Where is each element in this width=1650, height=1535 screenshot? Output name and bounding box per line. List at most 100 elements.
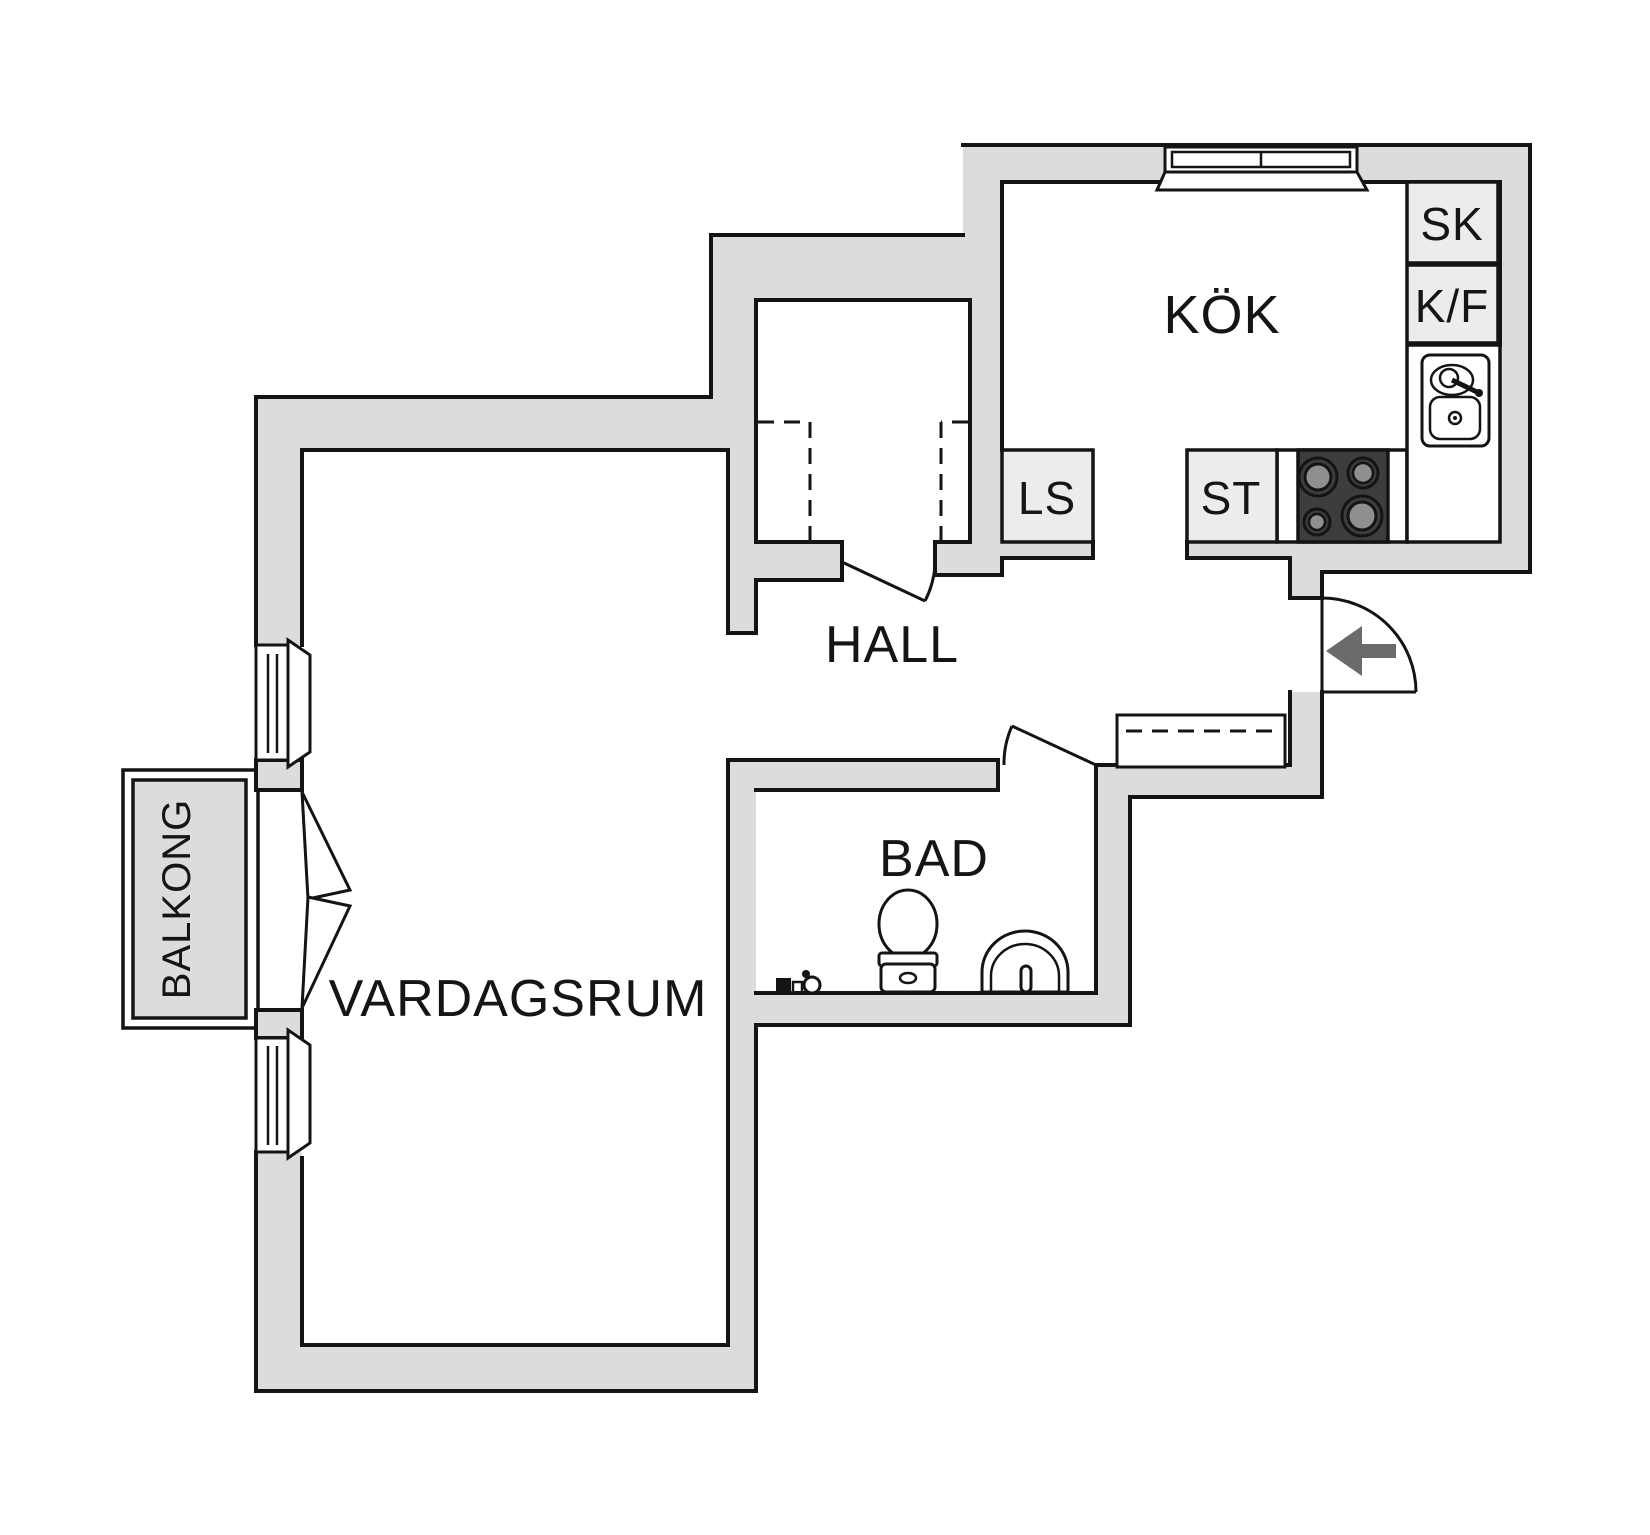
- entry-door-icon: [1320, 596, 1418, 694]
- label-st: ST: [1201, 472, 1262, 524]
- cabinet-ls-box: [1000, 448, 1095, 544]
- label-sk: SK: [1420, 198, 1483, 250]
- sink-faucet-base: [1438, 367, 1460, 389]
- washbasin-outer: [980, 929, 1070, 994]
- burner-3: [1307, 512, 1327, 532]
- label-balcony: BALKONG: [155, 799, 199, 999]
- outline-hall-closet-inner: [300, 298, 1095, 635]
- wall-hall-left-upper: [711, 300, 756, 397]
- burner-2: [1351, 461, 1375, 485]
- label-ls: LS: [1018, 472, 1076, 524]
- sink-lower-basin: [1428, 395, 1482, 441]
- hall-wardrobe-box: [1115, 713, 1287, 769]
- wall-kitchen-left-upper: [963, 145, 1002, 300]
- outline-entry-inner: [1283, 690, 1292, 767]
- wall-livingroom-right: [728, 760, 756, 1345]
- washbasin-tap: [1019, 964, 1033, 994]
- toilet-tank: [879, 962, 937, 994]
- entry-door-leaf: [1320, 598, 1416, 694]
- wall-step-band: [711, 235, 963, 300]
- kitchen-window-icon: [1154, 145, 1370, 192]
- bathroom-fixtures: [776, 888, 1070, 995]
- burner-4-ring: [1340, 494, 1384, 538]
- wall-bottom: [256, 1345, 756, 1391]
- wall-under-ls: [1002, 542, 1093, 558]
- bathroom-door-swing-arc: [1002, 725, 1014, 766]
- window-upper-sill: [286, 637, 312, 770]
- bathroom-door-leaf: [1011, 724, 1097, 767]
- wall-kitchen-bottom-right: [1322, 542, 1530, 572]
- burner-2-ring: [1346, 456, 1380, 490]
- livingroom-window-lower-icon: [254, 1027, 312, 1161]
- burner-3-ring: [1302, 507, 1332, 537]
- drain-dot: [802, 970, 810, 978]
- wall-kitchen-right: [1500, 145, 1530, 572]
- balcony-door-leaf-bottom: [300, 895, 353, 1009]
- washbasin-icon: [980, 929, 1070, 994]
- wall-under-hall-wardrobe: [1096, 765, 1322, 797]
- label-living-room: VARDAGSRUM: [329, 970, 708, 1028]
- sink-upper-basin: [1429, 363, 1475, 397]
- wall-bath-bottom: [728, 993, 1130, 1025]
- balcony-floor: [131, 778, 248, 1020]
- label-hall: HALL: [825, 616, 959, 674]
- toilet-button: [898, 971, 918, 985]
- stove-icon: [1296, 448, 1390, 544]
- walls: [256, 145, 1530, 1391]
- doors: [300, 560, 1418, 1009]
- drain-valve: [791, 980, 804, 995]
- sink-faucet-knob: [1475, 389, 1483, 397]
- entry-door-swing-arc: [1321, 596, 1418, 693]
- closet-door-leaf: [841, 560, 926, 603]
- label-bathroom: BAD: [879, 830, 989, 888]
- outline-bath-top-inner: [754, 758, 1000, 792]
- closet-door-swing-arc: [923, 565, 937, 602]
- labels: KÖK HALL BAD VARDAGSRUM BALKONG SK K/F L…: [155, 198, 1490, 1028]
- balcony-door-leaf-top: [300, 791, 353, 901]
- wardrobes: [758, 420, 1287, 769]
- wall-livingroom-top: [256, 397, 728, 450]
- entry-arrow-icon: [1326, 626, 1396, 676]
- wall-hall-left-lower: [728, 397, 756, 633]
- closet-wardrobe-right: [939, 420, 968, 540]
- wall-under-st: [1187, 542, 1290, 558]
- bathroom-door-icon: [1002, 724, 1097, 767]
- kitchen-sink-icon: [1420, 353, 1491, 448]
- burner-1: [1303, 462, 1333, 492]
- burner-4: [1346, 500, 1378, 532]
- toilet-bowl: [877, 888, 939, 960]
- kitchen-window-sill: [1154, 170, 1370, 192]
- balcony-door-icon: [300, 791, 353, 1009]
- burner-1-ring: [1297, 456, 1339, 498]
- outline-lower-outer: [254, 690, 1324, 1393]
- wall-closet-right: [970, 300, 1002, 542]
- sink-drain-dot: [1453, 416, 1457, 420]
- window-upper-frame: [254, 643, 290, 762]
- entry-arrow-shaft: [1358, 644, 1396, 658]
- cabinet-kf-box: [1405, 263, 1500, 345]
- toilet-icon: [877, 888, 939, 994]
- outline-livingroom-inner: [300, 758, 1000, 1347]
- washbasin-inner: [989, 942, 1061, 992]
- balcony: [121, 768, 260, 1030]
- wall-balcony-jamb-top: [256, 760, 302, 790]
- kitchen-fixtures: [1000, 180, 1502, 544]
- window-lower-sill: [286, 1027, 312, 1161]
- wall-entry-jamb-top: [1290, 542, 1322, 598]
- outline-upper-left-outer: [254, 233, 965, 647]
- closet-door-icon: [841, 560, 937, 603]
- cabinet-sk-box: [1405, 180, 1500, 265]
- livingroom-window-upper-icon: [254, 637, 312, 770]
- drain-block: [776, 978, 791, 993]
- wall-bath-right: [1096, 765, 1130, 1025]
- wall-closet-door-left-jamb-b: [728, 562, 842, 580]
- wall-entry-jamb-bottom: [1290, 692, 1322, 797]
- closet-wardrobe-left: [758, 420, 812, 540]
- window-lower-frame: [254, 1036, 290, 1154]
- label-kf: K/F: [1415, 280, 1490, 332]
- windows: [254, 145, 1370, 1161]
- wall-closet-door-left-jamb-a: [756, 542, 842, 562]
- wall-left-a: [256, 450, 302, 645]
